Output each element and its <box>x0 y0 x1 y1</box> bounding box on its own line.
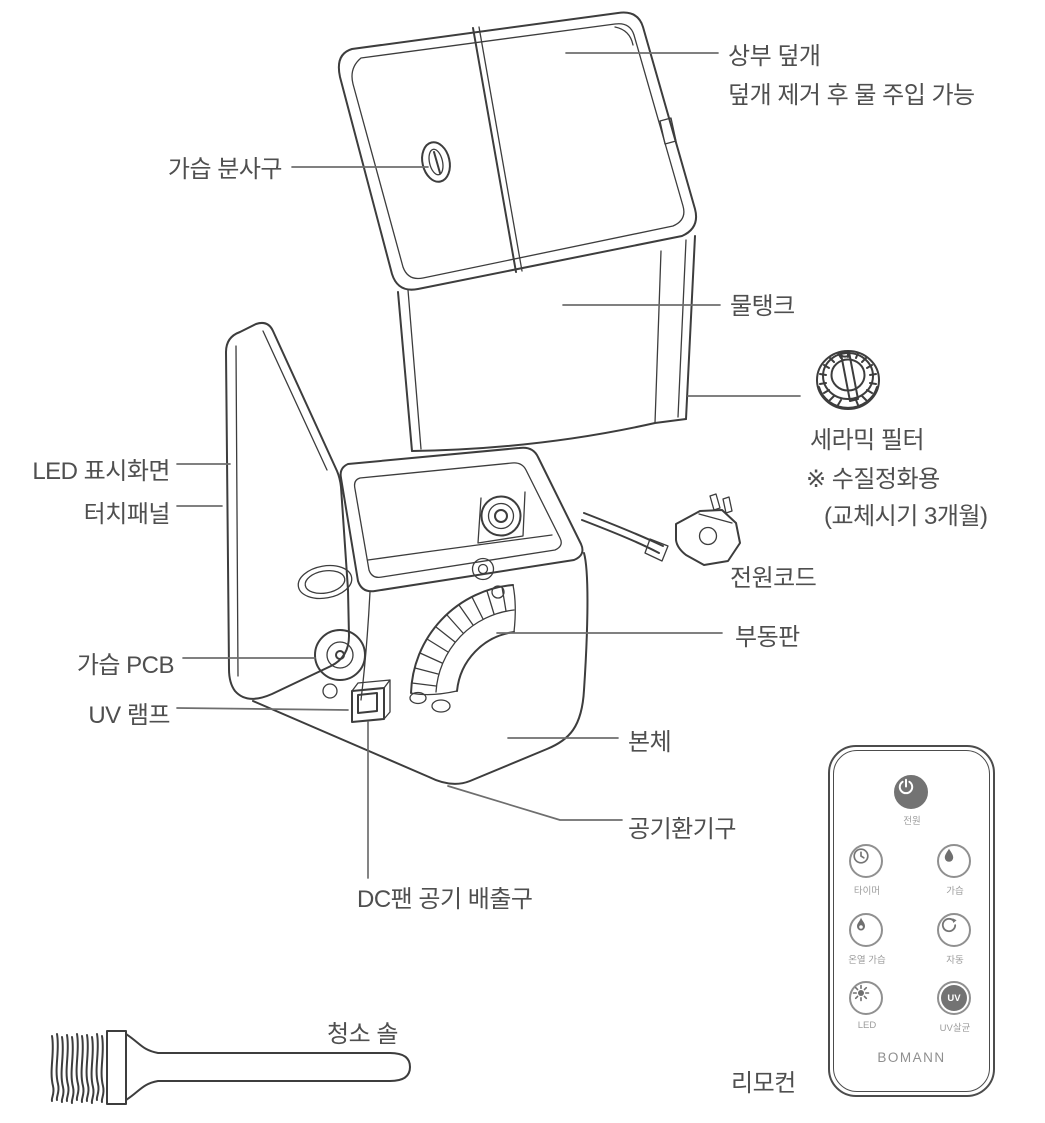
label-top-cover: 상부 덮개 <box>728 43 821 70</box>
remote-power-label: 전원 <box>903 816 921 827</box>
remote-uv-button: UV <box>937 981 971 1015</box>
label-filter-note-2: (교체시기 3개월) <box>824 503 988 530</box>
remote-timer-label: 타이머 <box>853 886 881 897</box>
auto-cycle-icon <box>941 917 957 933</box>
remote-control-drawing: 전원 타이머 가습 온열 가습 자동 <box>828 745 995 1097</box>
remote-humidify-label: 가습 <box>946 886 964 897</box>
label-water-tank: 물탱크 <box>730 293 795 320</box>
uv-lamp-drawing <box>351 679 391 723</box>
remote-timer-button <box>849 844 883 878</box>
remote-power-button <box>894 775 928 809</box>
label-float-plate: 부동판 <box>735 624 800 651</box>
float-plate-drawing <box>409 584 516 713</box>
mist-nozzle-drawing <box>421 141 451 183</box>
label-cleaning-brush: 청소 솔 <box>327 1021 398 1048</box>
label-uv-lamp: UV 램프 <box>88 702 170 729</box>
remote-brand-logo: BOMANN <box>877 1050 946 1065</box>
power-icon <box>898 778 914 795</box>
label-led-display: LED 표시화면 <box>32 458 170 485</box>
remote-warm-humidify-button <box>849 913 883 947</box>
water-drop-icon <box>944 848 954 862</box>
water-tank-drawing <box>337 11 698 452</box>
leader-lines <box>176 52 801 879</box>
label-remote-control: 리모컨 <box>731 1070 796 1097</box>
remote-led-button <box>849 981 883 1015</box>
remote-auto-button <box>937 913 971 947</box>
label-humidify-pcb: 가습 PCB <box>76 652 175 679</box>
ceramic-filter-drawing <box>816 350 880 410</box>
label-filter-note-1: ※ 수질정화용 <box>806 466 940 493</box>
label-dc-fan-outlet: DC팬 공기 배출구 <box>357 886 533 913</box>
sun-brightness-icon <box>852 984 870 1002</box>
uv-icon: UV <box>941 985 967 1011</box>
base-unit-drawing <box>225 321 589 785</box>
remote-uv-label: UV살균 <box>939 1023 971 1034</box>
remote-auto-label: 자동 <box>946 955 964 966</box>
label-mist-nozzle: 가습 분사구 <box>167 156 283 183</box>
remote-inner-outline <box>833 750 990 1092</box>
remote-humidify-button <box>937 844 971 878</box>
label-touch-panel: 터치패널 <box>83 501 171 528</box>
power-cord-drawing <box>581 493 741 566</box>
label-ceramic-filter: 세라믹 필터 <box>810 427 925 454</box>
label-power-cord: 전원코드 <box>730 565 817 592</box>
remote-warm-humidify-label: 온열 가습 <box>848 955 886 966</box>
label-top-cover-note: 덮개 제거 후 물 주입 가능 <box>728 82 975 109</box>
remote-led-label: LED <box>857 1020 877 1031</box>
clock-icon <box>853 848 869 864</box>
label-main-body: 본체 <box>628 729 672 756</box>
humidify-pcb-drawing <box>314 629 366 699</box>
flame-icon <box>857 917 865 931</box>
cleaning-brush-drawing <box>50 1030 411 1105</box>
label-air-vent: 공기환기구 <box>628 816 736 843</box>
